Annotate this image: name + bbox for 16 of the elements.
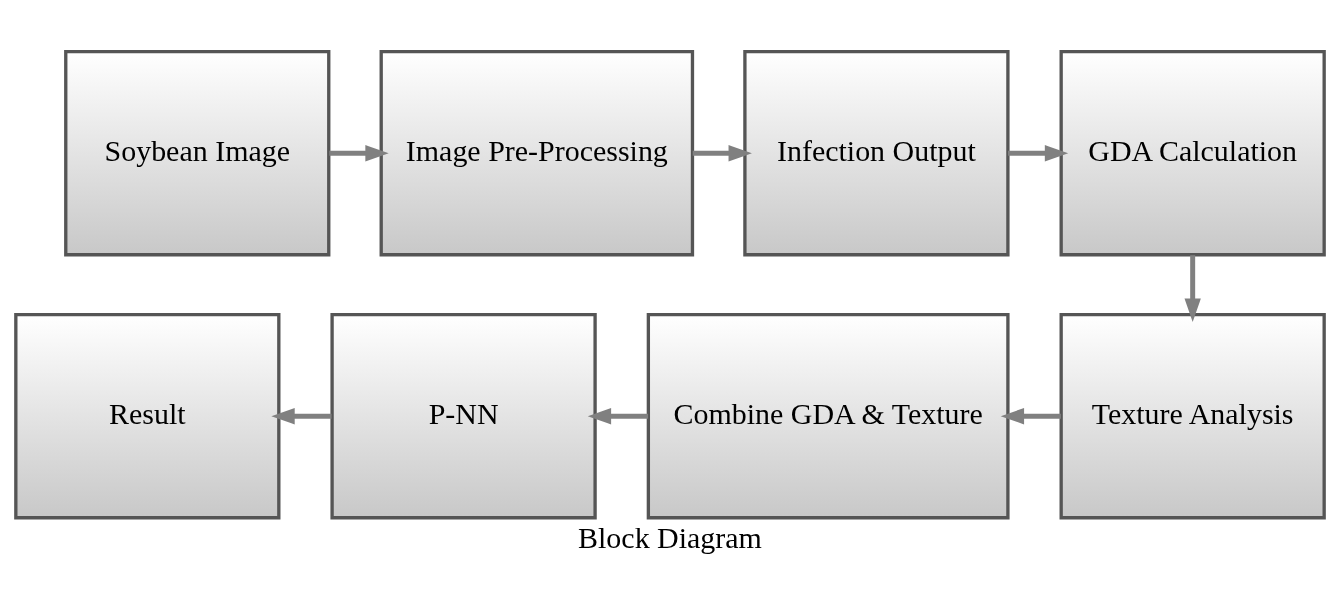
node-box: Texture Analysis (1059, 313, 1326, 520)
node-box: Result (14, 313, 281, 520)
node-box: GDA Calculation (1059, 50, 1326, 257)
arrow (329, 145, 389, 162)
node-box: Combine GDA & Texture (646, 313, 1010, 520)
arrow (587, 408, 649, 425)
arrow (271, 408, 332, 425)
arrow (1000, 408, 1061, 425)
node-box: Image Pre-Processing (379, 50, 695, 257)
arrow (1184, 255, 1201, 322)
arrow (1007, 145, 1069, 162)
caption: Block Diagram (578, 521, 762, 555)
node-box: Soybean Image (64, 50, 331, 257)
node-box: P-NN (330, 313, 597, 520)
node-box: Infection Output (743, 50, 1010, 257)
arrow (692, 145, 752, 162)
